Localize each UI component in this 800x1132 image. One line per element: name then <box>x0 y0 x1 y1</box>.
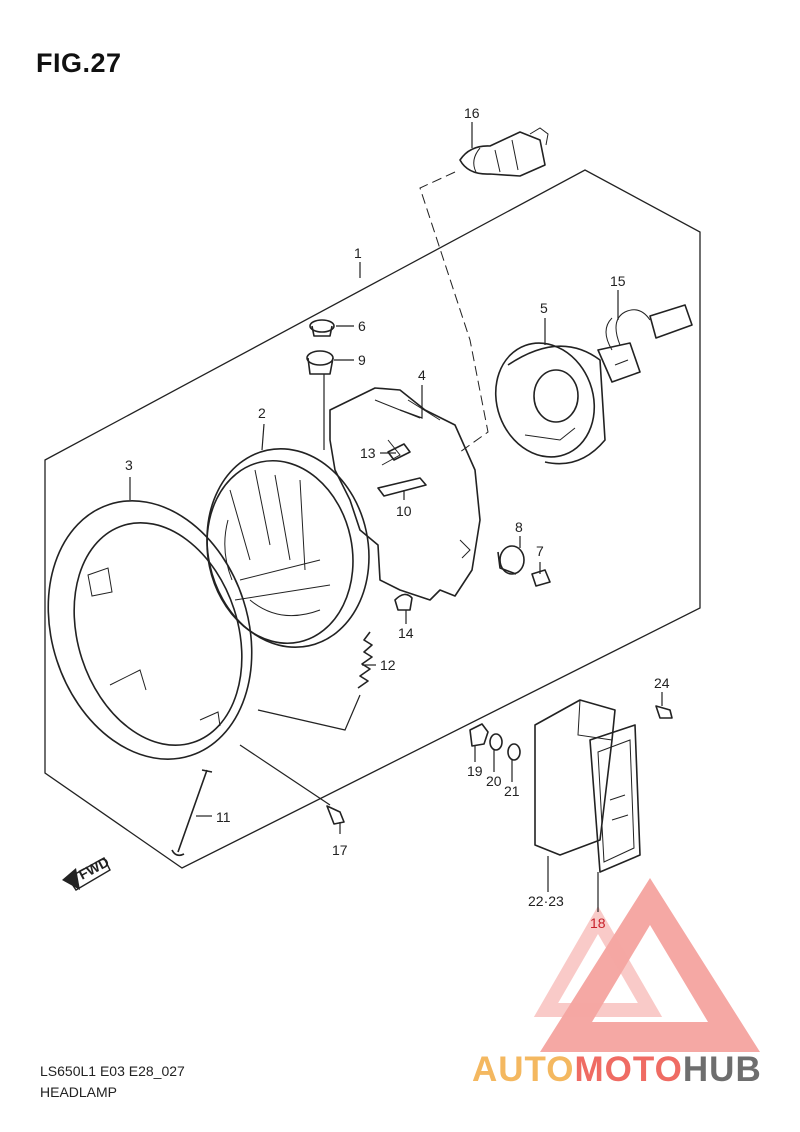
rim-part-3 <box>47 500 253 760</box>
callout-13: 13 <box>360 445 376 461</box>
callout-5: 5 <box>540 300 548 316</box>
washer-part-13 <box>387 443 411 461</box>
callout-11: 11 <box>216 809 231 825</box>
callout-3: 3 <box>125 457 133 473</box>
model-code: LS650L1 E03 E28_027 <box>40 1063 185 1079</box>
callout-15: 15 <box>610 273 626 289</box>
bracket-part-4 <box>329 387 481 601</box>
callout-6: 6 <box>358 318 366 334</box>
callout-14: 14 <box>398 625 414 641</box>
callout-4: 4 <box>418 367 426 383</box>
washer-part-21 <box>507 743 521 761</box>
screw-part-6 <box>309 319 335 337</box>
washer-part-20 <box>489 733 503 751</box>
callout-17: 17 <box>332 842 348 858</box>
spring-part-12 <box>357 631 373 689</box>
callout-19: 19 <box>467 763 483 779</box>
nut-part-14 <box>394 593 413 611</box>
callout-8: 8 <box>515 519 523 535</box>
figure-title: FIG.27 <box>36 48 122 78</box>
screw-part-17 <box>326 805 345 825</box>
callout-20: 20 <box>486 773 502 789</box>
callout-24: 24 <box>654 675 670 691</box>
callout-2: 2 <box>258 405 266 421</box>
callout-22-23: 22·23 <box>528 893 564 909</box>
cushion-part-8 <box>497 545 525 575</box>
screw-part-24 <box>655 705 673 719</box>
watermark-logo <box>533 878 760 1052</box>
screw-part-11 <box>171 769 213 857</box>
position-lamp-body-part-22-23 <box>534 699 616 856</box>
callout-1: 1 <box>354 245 362 261</box>
callout-9: 9 <box>358 352 366 368</box>
callout-16: 16 <box>464 105 480 121</box>
socket-part-15 <box>597 304 693 383</box>
callout-labels: 1 2 3 4 5 6 7 8 9 10 11 12 13 14 15 16 1… <box>125 105 670 931</box>
watermark-part-moto: MOTO <box>574 1050 683 1089</box>
fwd-arrow-icon: FWD <box>62 854 112 891</box>
watermark-part-auto: AUTO <box>472 1050 575 1089</box>
watermark-wordmark: AUTOMOTOHUB <box>472 1050 762 1090</box>
bulb-leader-dashed <box>419 171 489 453</box>
watermark-part-hub: HUB <box>682 1050 762 1089</box>
callout-12: 12 <box>380 657 396 673</box>
callout-18: 18 <box>590 915 606 931</box>
headlamp-unit-part-2 <box>206 447 370 649</box>
position-lamp-lens-part-18 <box>589 724 641 873</box>
headlamp-case-part-5 <box>494 342 606 465</box>
assembly-frame <box>44 169 701 869</box>
bulb-part-16 <box>459 127 549 177</box>
callout-21: 21 <box>504 783 520 799</box>
callout-7: 7 <box>536 543 544 559</box>
figure-caption: HEADLAMP <box>40 1084 118 1100</box>
leader-lines <box>129 122 663 912</box>
callout-10: 10 <box>396 503 412 519</box>
grommet-part-9 <box>306 350 334 375</box>
bolt-part-7 <box>531 569 551 587</box>
nut-part-19 <box>469 723 489 747</box>
